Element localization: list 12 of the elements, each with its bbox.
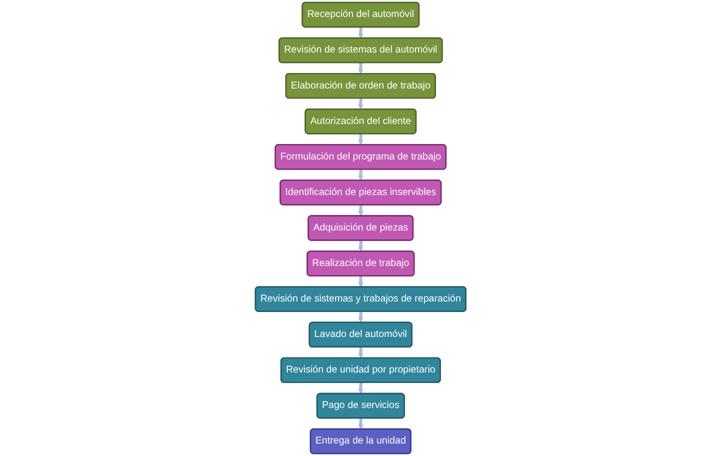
- arrow: [358, 134, 364, 146]
- arrow: [358, 27, 364, 39]
- arrow: [358, 312, 364, 323]
- arrow: [358, 240, 364, 252]
- arrow: [358, 347, 364, 358]
- arrow: [358, 169, 364, 181]
- arrow: [358, 382, 364, 394]
- arrow: [358, 276, 364, 288]
- arrow: [358, 98, 364, 110]
- arrow: [358, 204, 364, 216]
- arrow: [358, 418, 364, 430]
- arrow: [358, 62, 364, 74]
